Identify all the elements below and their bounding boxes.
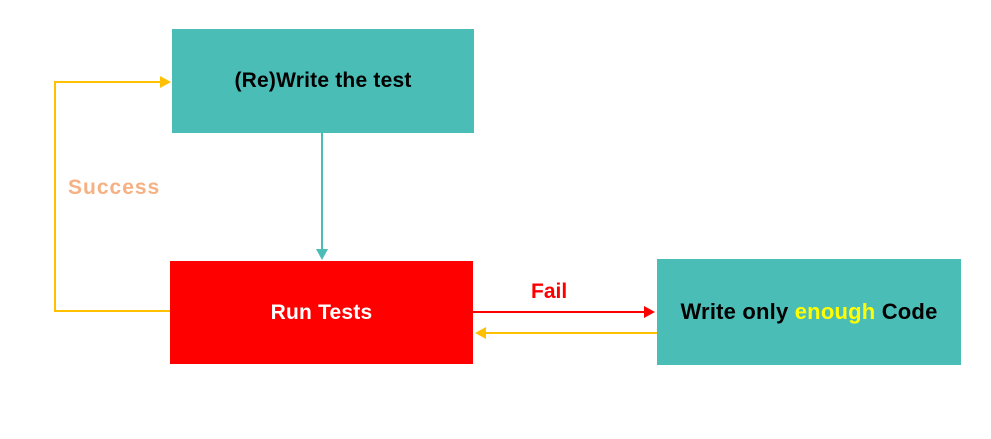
node-rewrite-test-label: (Re)Write the test: [234, 69, 412, 92]
node-write-code-label-highlight: enough: [794, 299, 876, 324]
edge-label-fail: Fail: [531, 280, 568, 303]
arrowhead-right-icon: [644, 306, 655, 318]
node-write-code-label-part1: Write only: [680, 299, 795, 324]
node-run-tests: Run Tests: [170, 261, 473, 364]
node-rewrite-test: (Re)Write the test: [172, 29, 474, 133]
arrowhead-right-icon: [160, 76, 171, 88]
node-write-code-label-part3: Code: [875, 299, 938, 324]
arrowhead-left-icon: [475, 327, 486, 339]
node-run-tests-label: Run Tests: [270, 300, 373, 324]
arrowhead-down-icon: [316, 249, 328, 260]
arrow-code-to-run: [475, 327, 657, 339]
arrow-fail: [473, 306, 655, 318]
edge-label-success: Success: [68, 176, 161, 199]
node-write-enough-code: Write only enough Code: [657, 259, 961, 365]
arrow-rewrite-to-run: [316, 133, 328, 260]
